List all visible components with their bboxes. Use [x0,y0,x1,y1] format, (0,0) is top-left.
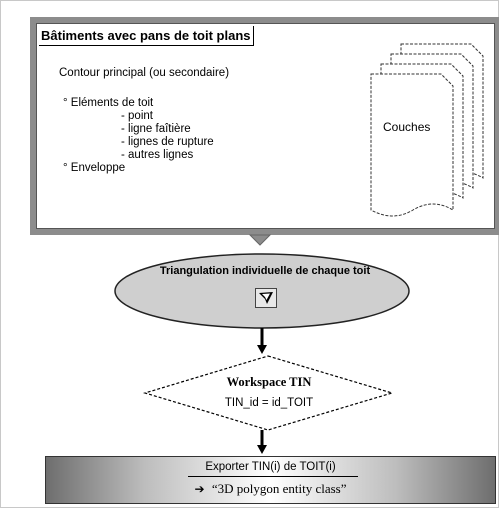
title-divider [253,26,254,46]
triangulation-label: Triangulation individuelle de chaque toi… [159,265,371,277]
export-title: Exporter TIN(i) de TOIT(i) [205,461,336,473]
arrow-head [257,445,267,454]
title-underline [39,45,253,46]
export-target: ➔ “3D polygon entity class” [45,481,496,497]
buildings-panel: Bâtiments avec pans de toit plans Contou… [36,23,495,229]
roof-element-item: - point [121,110,153,122]
panel-title: Bâtiments avec pans de toit plans [41,28,251,43]
contour-text: Contour principal (ou secondaire) [59,67,230,79]
layers-stack-icon [370,43,484,217]
arrow-head [257,345,267,354]
export-box [45,456,496,504]
arrow-cursor-icon [259,292,273,304]
roof-elements-heading: ° Eléments de toit [63,97,154,109]
triangulation-tool-button[interactable] [255,288,277,308]
roof-element-item: - autres lignes [121,149,194,161]
workspace-title: Workspace TIN [226,375,312,389]
export-target-text: “3D polygon entity class” [211,481,347,496]
workspace-condition: TIN_id = id_TOIT [224,397,314,409]
roof-element-item: - ligne faîtière [121,123,191,135]
envelope-text: ° Enveloppe [63,162,126,174]
layers-label: Couches [383,120,431,134]
right-arrow-icon: ➔ [194,482,205,496]
workspace-diamond [142,355,395,431]
panel-pointer [248,234,272,246]
roof-element-item: - lignes de rupture [121,136,214,148]
export-title-underline [188,476,358,477]
